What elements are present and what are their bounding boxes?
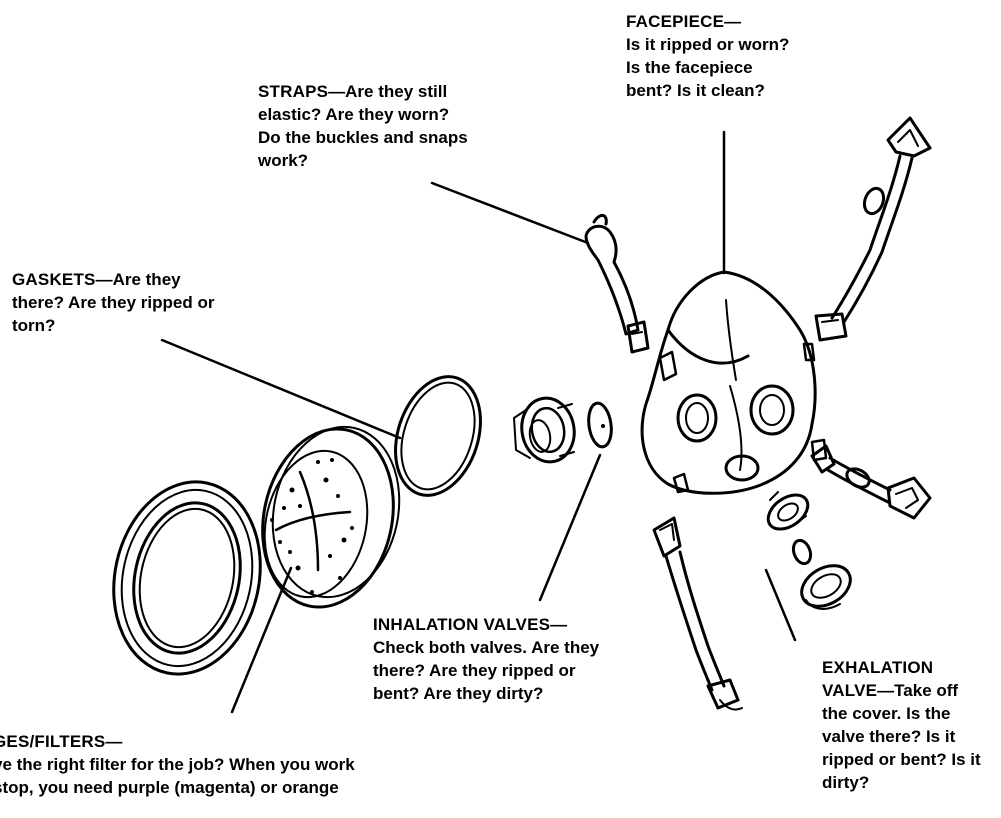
facepiece-title: FACEPIECE— <box>626 12 741 31</box>
straps-leader <box>432 183 588 243</box>
facepiece-text: Is it ripped or worn? Is the facepiece b… <box>626 35 789 100</box>
inhalation-valves-title: INHALATION VALVES— <box>373 615 567 634</box>
gaskets-leader <box>162 340 400 438</box>
straps-callout: STRAPS—Are they still elastic? Are they … <box>258 80 538 172</box>
exhalation-leader <box>766 570 795 640</box>
upper-left-strap <box>586 215 648 352</box>
cartridges-filters-text: ve the right filter for the job? When yo… <box>0 755 355 797</box>
lower-right-strap <box>812 446 930 518</box>
cartridges-filters-callout: GES/FILTERS— ve the right filter for the… <box>0 730 513 799</box>
inhalation-valves-text: Check both valves. Are they there? Are t… <box>373 638 599 703</box>
gaskets-callout: GASKETS—Are they there? Are they ripped … <box>12 268 292 337</box>
inhalation-valves-callout: INHALATION VALVES— Check both valves. Ar… <box>373 613 693 705</box>
facepiece-drawing <box>642 272 826 493</box>
facepiece-callout: FACEPIECE— Is it ripped or worn? Is the … <box>626 10 846 102</box>
cartridges-filters-title: GES/FILTERS— <box>0 732 123 751</box>
exhalation-valve-callout: EXHALATION VALVE—Take off the cover. Is … <box>822 656 1000 794</box>
gaskets-title: GASKETS <box>12 270 96 289</box>
upper-right-strap <box>816 118 930 340</box>
straps-title: STRAPS <box>258 82 328 101</box>
inhalation-leader <box>540 455 600 600</box>
cartridge-filter <box>247 415 415 619</box>
cartridge-cover-ring <box>96 468 277 688</box>
